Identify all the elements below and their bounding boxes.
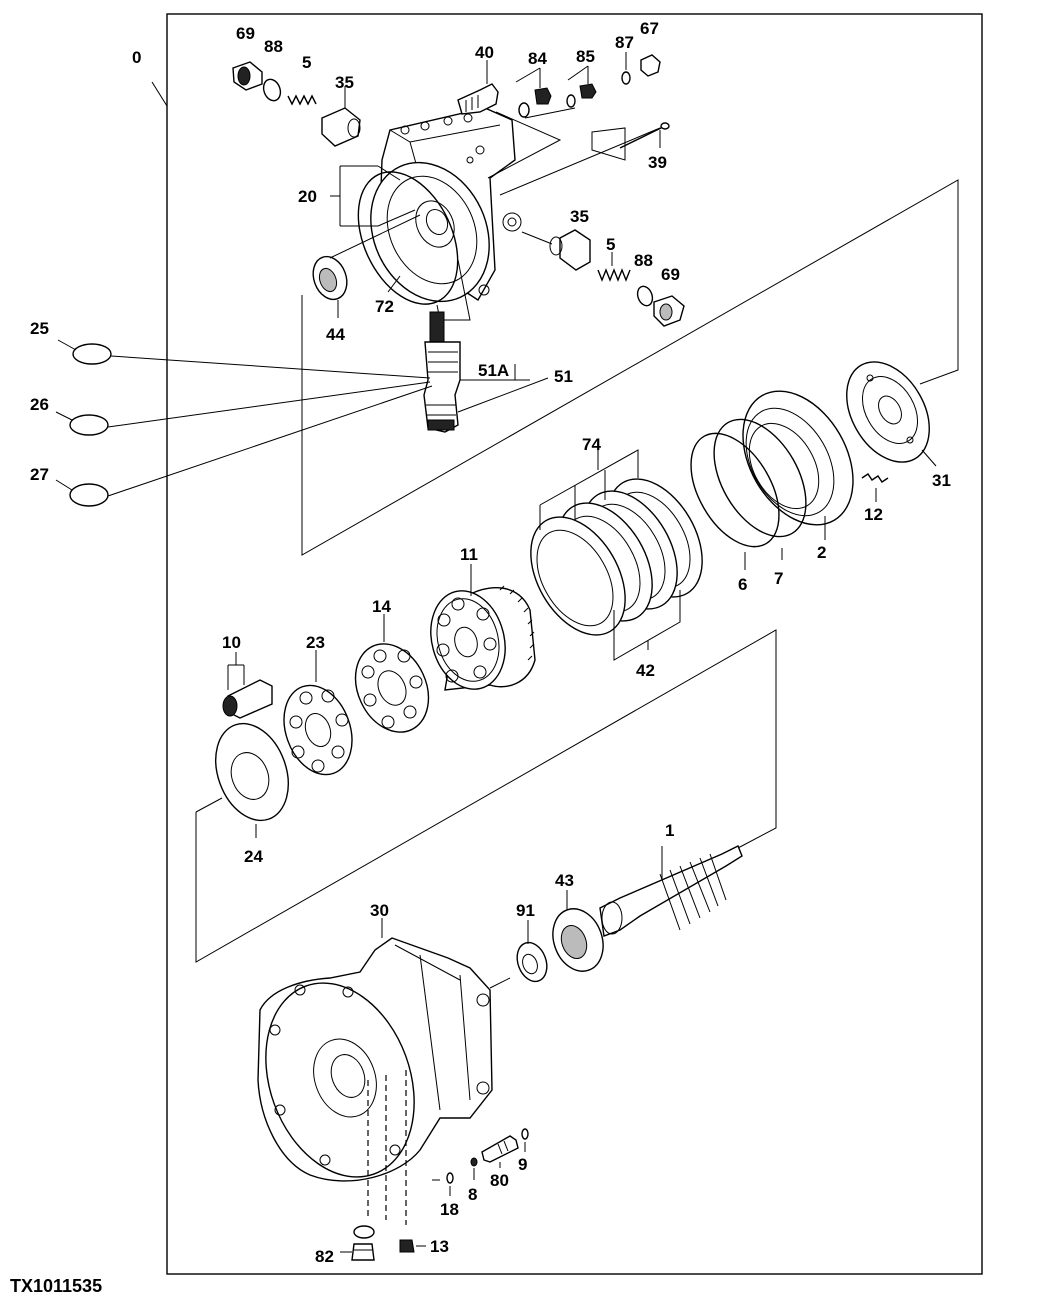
part-5-spring-top: 5: [287, 53, 317, 106]
label-69a: 69: [236, 24, 255, 43]
callout-0: 0: [132, 48, 168, 107]
label-5a: 5: [302, 53, 311, 72]
part-24-swash-plate: 24: [215, 722, 289, 866]
part-85-plug: 85: [566, 47, 597, 108]
part-74-42-friction-plates: [530, 478, 703, 636]
label-27: 27: [30, 465, 49, 484]
part-67-plug: 67: [640, 19, 661, 77]
part-10-piston: 10: [222, 633, 273, 719]
label-23: 23: [306, 633, 325, 652]
label-24: 24: [244, 847, 263, 866]
callout-51: 51: [457, 367, 573, 413]
part-72-oring: 72: [375, 275, 401, 316]
part-7-oring: 7: [713, 418, 807, 588]
label-74: 74: [582, 435, 601, 454]
part-91-seal: 91: [489, 901, 548, 989]
part-25-ring: 25: [30, 319, 431, 379]
callout-74: 74: [539, 435, 639, 530]
label-26: 26: [30, 395, 49, 414]
label-5b: 5: [606, 235, 615, 254]
part-13-plug: 13: [399, 1237, 449, 1256]
label-10: 10: [222, 633, 241, 652]
label-35b: 35: [570, 207, 589, 226]
rear-cover-assembly: [357, 107, 522, 305]
part-43-bearing: 43: [552, 871, 604, 972]
part-12-spring: 12: [861, 473, 889, 524]
label-30: 30: [370, 901, 389, 920]
label-35a: 35: [335, 73, 354, 92]
label-40: 40: [475, 43, 494, 62]
label-43: 43: [555, 871, 574, 890]
label-82: 82: [315, 1247, 334, 1266]
part-1-output-shaft: 1: [599, 821, 743, 937]
label-69b: 69: [661, 265, 680, 284]
part-80-sleeve: 80: [481, 1135, 519, 1190]
callout-51A: 51A: [460, 361, 530, 381]
label-0: 0: [132, 48, 141, 67]
part-84-plug: 84: [515, 49, 552, 118]
part-40-relief-valve: 40: [457, 43, 499, 115]
part-26-ring: 26: [30, 381, 431, 436]
part-69-plug-top: 69: [232, 24, 263, 91]
part-11-cylinder-block: 11: [430, 545, 536, 691]
label-20: 20: [298, 187, 317, 206]
label-6: 6: [738, 575, 747, 594]
part-8-ball: 8: [468, 1157, 478, 1204]
label-42: 42: [636, 661, 655, 680]
label-18: 18: [440, 1200, 459, 1219]
label-25: 25: [30, 319, 49, 338]
figure-code: TX1011535: [10, 1276, 102, 1296]
label-11: 11: [460, 545, 478, 564]
label-51a: 51A: [478, 361, 509, 380]
diagram-frame: [166, 13, 983, 1275]
part-27-ring: 27: [30, 385, 433, 507]
callout-42: 42: [613, 590, 681, 680]
label-51: 51: [554, 367, 573, 386]
part-51-spool-assembly: [423, 311, 461, 433]
label-88a: 88: [264, 37, 283, 56]
label-31: 31: [932, 471, 951, 490]
part-39-pin: 39: [591, 122, 670, 172]
part-35-piston-right: 35: [521, 207, 591, 271]
label-39: 39: [648, 153, 667, 172]
label-13: 13: [430, 1237, 449, 1256]
label-91: 91: [516, 901, 535, 920]
part-82-plug: 82: [315, 1225, 375, 1266]
part-6-oring: 6: [690, 432, 780, 594]
label-9: 9: [518, 1155, 527, 1174]
part-2-brake-piston: 2: [742, 390, 854, 562]
part-18-oring: 18: [432, 1172, 459, 1219]
label-14: 14: [372, 597, 391, 616]
label-88b: 88: [634, 251, 653, 270]
label-87: 87: [615, 33, 634, 52]
part-35-piston-top: 35: [321, 73, 361, 147]
label-80: 80: [490, 1171, 509, 1190]
label-7: 7: [774, 569, 783, 588]
part-87-oring: 87: [615, 33, 634, 85]
part-88-oring-top: 88: [262, 37, 283, 102]
label-72: 72: [375, 297, 394, 316]
part-5-spring-right: 5: [597, 235, 631, 282]
part-30-motor-housing: 30: [257, 901, 493, 1225]
part-14-retainer-plate: 14: [354, 597, 430, 733]
part-69-plug-right: 69: [653, 265, 685, 327]
callout-20: 20: [298, 165, 416, 227]
label-8: 8: [468, 1185, 477, 1204]
label-1: 1: [665, 821, 674, 840]
label-12: 12: [864, 505, 883, 524]
part-23-shoe-plate: 23: [283, 633, 353, 776]
part-31-valve-plate: 31: [846, 361, 951, 490]
part-88-oring-right: 88: [634, 251, 654, 307]
label-84: 84: [528, 49, 547, 68]
label-85: 85: [576, 47, 595, 66]
part-9-oring: 9: [518, 1128, 529, 1174]
label-44: 44: [326, 325, 345, 344]
label-2: 2: [817, 543, 826, 562]
label-67: 67: [640, 19, 659, 38]
part-44-bearing: 44: [312, 255, 348, 344]
